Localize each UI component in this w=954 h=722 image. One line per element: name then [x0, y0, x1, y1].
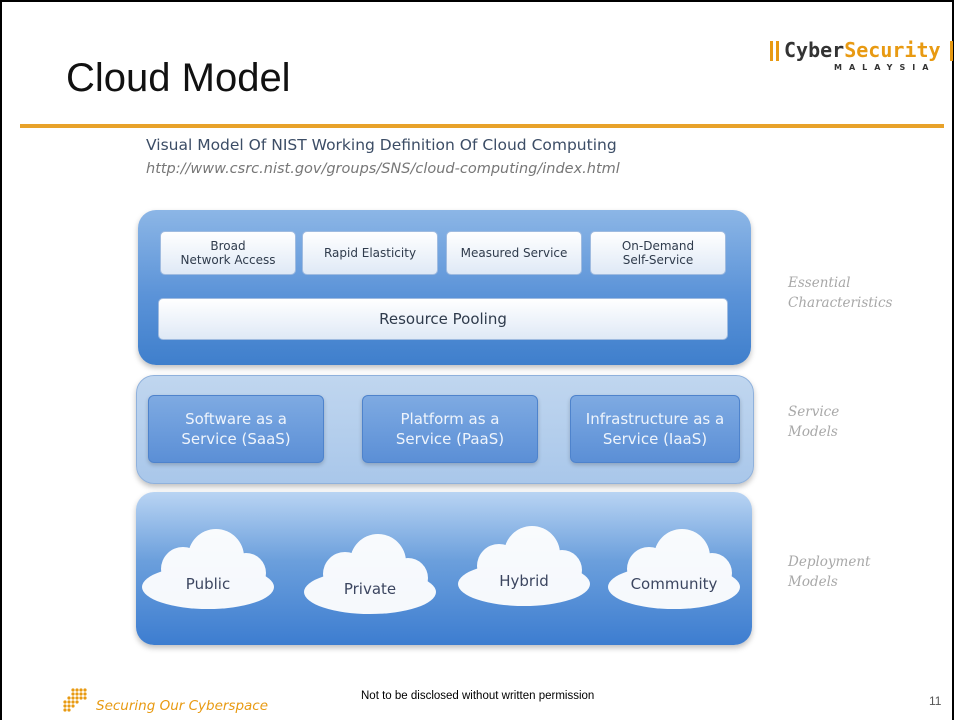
logo-wordmark: CyberSecurity: [784, 38, 941, 62]
footer-confidentiality-note: Not to be disclosed without written perm…: [361, 690, 595, 702]
side-label-line1: Service: [788, 404, 840, 420]
char-label: Measured Service: [460, 245, 568, 260]
footer-tagline: Securing Our Cyberspace: [96, 698, 269, 714]
logo-bar-right: [950, 41, 953, 61]
page-number: 11: [929, 694, 942, 708]
service-paas: Platform as a Service (PaaS): [362, 395, 538, 463]
service-iaas: Infrastructure as a Service (IaaS): [570, 395, 740, 463]
char-label-line2: Self-Service: [622, 253, 694, 267]
cloud-icon: [458, 526, 590, 606]
diagram-heading: Visual Model Of NIST Working Definition …: [146, 136, 617, 154]
side-label-line2: Models: [788, 423, 838, 440]
resource-pooling-box: Resource Pooling: [158, 298, 728, 340]
logo-bar-left: [770, 41, 773, 61]
dot-grid-icon: [63, 688, 87, 712]
side-label-line1: Deployment: [788, 554, 871, 570]
diagram-source-url: http://www.csrc.nist.gov/groups/SNS/clou…: [146, 161, 620, 177]
cloud-public: Public: [138, 527, 278, 613]
essential-characteristics-label: Essential Characteristics: [788, 274, 892, 313]
logo-word-security: Security: [844, 38, 941, 62]
char-measured-service: Measured Service: [446, 231, 582, 275]
cloud-label: Community: [630, 575, 718, 593]
title-underline: [20, 124, 944, 128]
cloud-label: Hybrid: [499, 572, 549, 590]
slide-title: Cloud Model: [66, 56, 291, 100]
char-label: Rapid Elasticity: [323, 245, 417, 260]
service-label-line1: Platform as a: [400, 409, 500, 428]
service-label-line2: Service (PaaS): [395, 430, 505, 448]
service-saas: Software as a Service (SaaS): [148, 395, 324, 463]
logo-subtitle: MALAYSIA: [834, 63, 936, 72]
cloud-community: Community: [604, 527, 744, 613]
char-label-line2: Network Access: [180, 253, 276, 267]
service-label-line1: Software as a: [185, 409, 287, 428]
char-label-line1: Broad: [210, 238, 246, 253]
cloud-icon: [142, 529, 274, 609]
cloud-hybrid: Hybrid: [454, 524, 594, 610]
side-label-line2: Characteristics: [788, 294, 893, 311]
service-models-label: Service Models: [788, 403, 839, 442]
cloud-label: Private: [343, 580, 397, 598]
service-label-line1: Infrastructure as a: [585, 409, 725, 428]
cloud-private: Private: [300, 532, 440, 618]
logo-bar-left-2: [776, 41, 779, 61]
service-label-line2: Service (SaaS): [181, 430, 291, 448]
cloud-icon: [304, 534, 436, 614]
logo-word-cyber: Cyber: [784, 38, 845, 62]
cloud-icon: [608, 529, 740, 609]
side-label-line2: Models: [788, 573, 838, 590]
service-label-line2: Service (IaaS): [602, 430, 708, 448]
char-rapid-elasticity: Rapid Elasticity: [302, 231, 438, 275]
cybersecurity-logo: CyberSecurity MALAYSIA: [770, 38, 954, 78]
deployment-models-label: Deployment Models: [788, 553, 870, 592]
side-label-line1: Essential: [788, 275, 851, 291]
char-label-line1: On-Demand: [621, 238, 695, 253]
cloud-label: Public: [185, 575, 231, 593]
